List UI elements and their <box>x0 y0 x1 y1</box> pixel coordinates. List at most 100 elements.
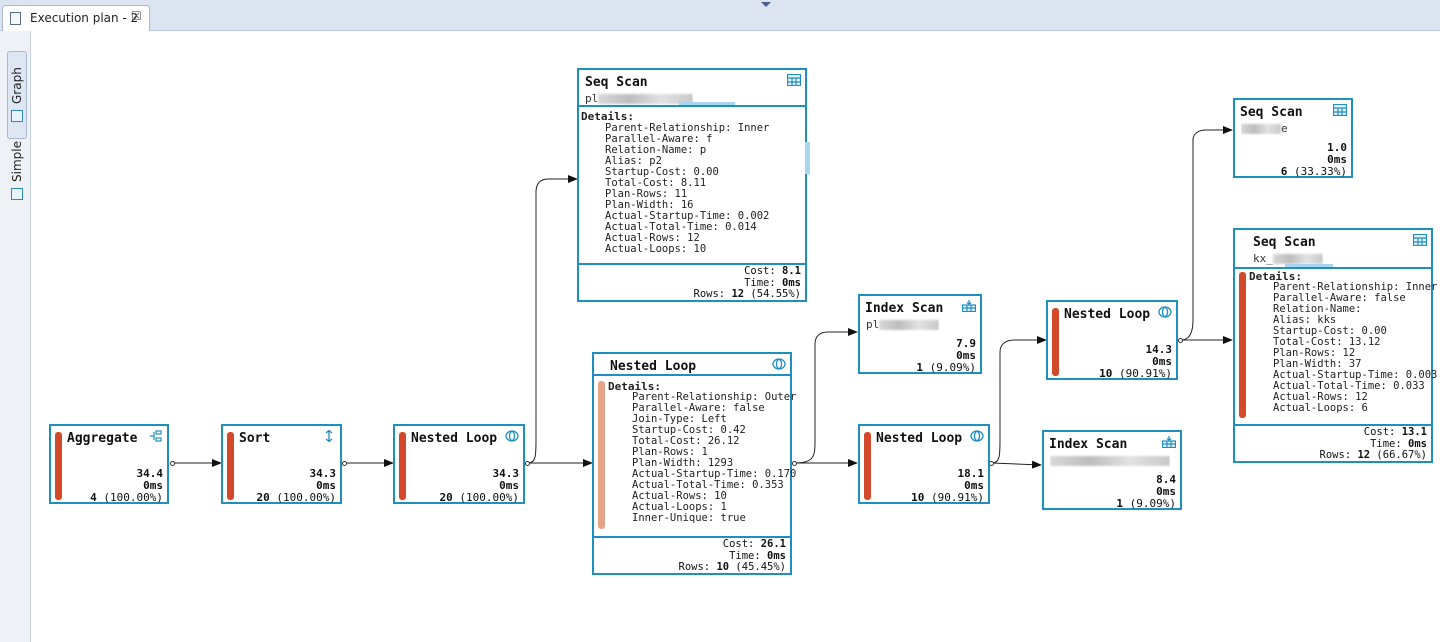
node-stats: 34.3 0ms 20 (100.00%) <box>257 468 336 504</box>
cost-value: 13.1 <box>1401 426 1427 438</box>
detail-line: Actual-Loops: 10 <box>605 243 707 255</box>
vertical-scrollbar[interactable] <box>805 142 810 174</box>
time-value: 0ms <box>956 349 976 362</box>
detail-line: Relation-Name: p <box>605 144 707 156</box>
cost-label: Cost: <box>744 265 776 277</box>
chevron-down-icon[interactable] <box>761 2 771 7</box>
cost-bar <box>227 432 234 500</box>
time-value: 0ms <box>316 479 336 492</box>
detail-line: Actual-Loops: 1 <box>632 501 727 513</box>
sort-arrows-icon <box>325 430 333 442</box>
divider <box>1235 267 1431 269</box>
node-stats: 34.3 0ms 20 (100.00%) <box>440 468 519 504</box>
rows-percent: (9.09%) <box>929 361 976 374</box>
detail-line: Parallel-Aware: false <box>632 402 765 414</box>
detail-line: Alias: p2 <box>605 155 662 167</box>
rows-percent: (66.67%) <box>1376 449 1427 461</box>
node-title: Nested Loop <box>1064 307 1151 322</box>
edge-nested1-seqscan1 <box>527 175 578 464</box>
detail-line: Actual-Startup-Time: 0.003 <box>1273 369 1438 381</box>
detail-line: Startup-Cost: 0.42 <box>632 424 746 436</box>
detail-line: Total-Cost: 13.12 <box>1273 336 1381 348</box>
node-sort[interactable]: Sort 34.3 0ms 20 (100.00%) <box>221 424 342 504</box>
node-nested-loop-4[interactable]: Nested Loop 14.3 0ms 10 (90.91%) <box>1046 300 1178 380</box>
cost-bar <box>1052 308 1059 376</box>
relation-prefix: kx_ <box>1253 252 1273 265</box>
horizontal-scrollbar[interactable] <box>679 102 735 106</box>
close-icon[interactable]: ☒ <box>131 9 142 23</box>
details-header: Details: <box>581 110 634 123</box>
rows-value: 10 <box>1099 367 1113 380</box>
redacted-text <box>879 320 940 330</box>
detail-line: Actual-Total-Time: 0.014 <box>605 221 757 233</box>
detail-line: Join-Type: Left <box>632 413 727 425</box>
execution-plan-icon <box>10 12 21 25</box>
detail-line: Actual-Startup-Time: 0.170 <box>632 468 797 480</box>
view-mode-sidebar: Graph Simple <box>0 31 31 642</box>
horizontal-scrollbar[interactable] <box>1285 264 1333 268</box>
nested-loop-icon <box>772 358 786 370</box>
node-title: Nested Loop <box>876 431 963 446</box>
edge-nested2-indexscan1 <box>794 328 858 464</box>
rows-percent: (9.09%) <box>1129 497 1176 510</box>
rows-percent: (100.00%) <box>103 491 163 504</box>
node-index-scan-2[interactable]: Index Scan 8.4 0ms 1 (9.09%) <box>1042 430 1182 510</box>
redacted-text <box>598 94 694 104</box>
node-nested-loop-2[interactable]: Nested Loop Details: Parent-Relationship… <box>592 352 796 575</box>
rows-value: 12 <box>1357 449 1371 461</box>
nested-loop-icon <box>970 430 984 442</box>
cost-value: 34.3 <box>492 467 520 480</box>
divider <box>594 374 790 376</box>
node-nested-loop-3[interactable]: Nested Loop 18.1 0ms 10 (90.91%) <box>858 424 990 504</box>
node-title: Nested Loop <box>610 359 697 374</box>
node-title: Aggregate <box>67 431 138 446</box>
node-title: Nested Loop <box>411 431 498 446</box>
node-title: Index Scan <box>865 301 944 316</box>
connector-dot <box>525 461 530 466</box>
rows-label: Rows: <box>678 561 711 573</box>
cost-bar <box>864 432 871 500</box>
divider <box>579 105 805 107</box>
connector-dot <box>342 461 347 466</box>
time-value: 0ms <box>143 479 163 492</box>
detail-line: Actual-Rows: 12 <box>1273 391 1368 403</box>
connector-dot <box>170 461 175 466</box>
rows-value: 6 <box>1280 165 1288 178</box>
cost-bar <box>55 432 62 500</box>
cost-value: 14.3 <box>1145 343 1173 356</box>
node-index-scan-1[interactable]: Index Scan pl 7.9 0ms 1 (9.09%) <box>858 294 982 374</box>
divider <box>579 263 805 265</box>
node-aggregate[interactable]: Aggregate 34.4 0ms 4 (100.00%) <box>49 424 169 504</box>
table-icon <box>787 74 801 86</box>
cost-label: Cost: <box>722 538 755 550</box>
time-value: 0ms <box>782 276 801 289</box>
rows-value: 1 <box>916 361 924 374</box>
rows-value: 4 <box>90 491 97 504</box>
detail-line: Relation-Name: <box>1273 303 1362 315</box>
node-seq-scan-3[interactable]: Seq Scan kx_ Details: Parent-Relationshi… <box>1233 228 1437 463</box>
rows-percent: (90.91%) <box>931 491 984 504</box>
detail-line: Startup-Cost: 0.00 <box>1273 325 1387 337</box>
detail-line: Parent-Relationship: Inner <box>1273 281 1438 293</box>
time-label: Time: <box>1370 437 1402 450</box>
time-value: 0ms <box>1152 355 1172 368</box>
detail-line: Parallel-Aware: f <box>605 133 713 145</box>
node-nested-loop-1[interactable]: Nested Loop 34.3 0ms 20 (100.00%) <box>393 424 525 504</box>
rows-value: 20 <box>256 491 270 504</box>
node-seq-scan-1[interactable]: Seq Scan pl Details: Parent-Relationship… <box>577 68 810 302</box>
node-stats: 8.4 0ms 1 (9.09%) <box>1116 474 1176 510</box>
node-seq-scan-2[interactable]: Seq Scan e 1.0 0ms 6 (33.33%) <box>1233 98 1353 178</box>
detail-line: Plan-Rows: 11 <box>605 188 688 200</box>
tab-label: Execution plan - 2 <box>30 11 139 25</box>
tab-execution-plan[interactable]: Execution plan - 2 ☒ <box>2 5 150 31</box>
details-block: Details: <box>1249 271 1302 283</box>
cost-value: 8.1 <box>782 265 801 277</box>
detail-line: Actual-Loops: 6 <box>1273 402 1368 414</box>
redacted-text <box>1241 124 1281 134</box>
connector-dot <box>792 461 797 466</box>
rows-value: 12 <box>731 288 745 300</box>
cost-value: 18.1 <box>957 467 985 480</box>
time-value: 0ms <box>964 479 984 492</box>
